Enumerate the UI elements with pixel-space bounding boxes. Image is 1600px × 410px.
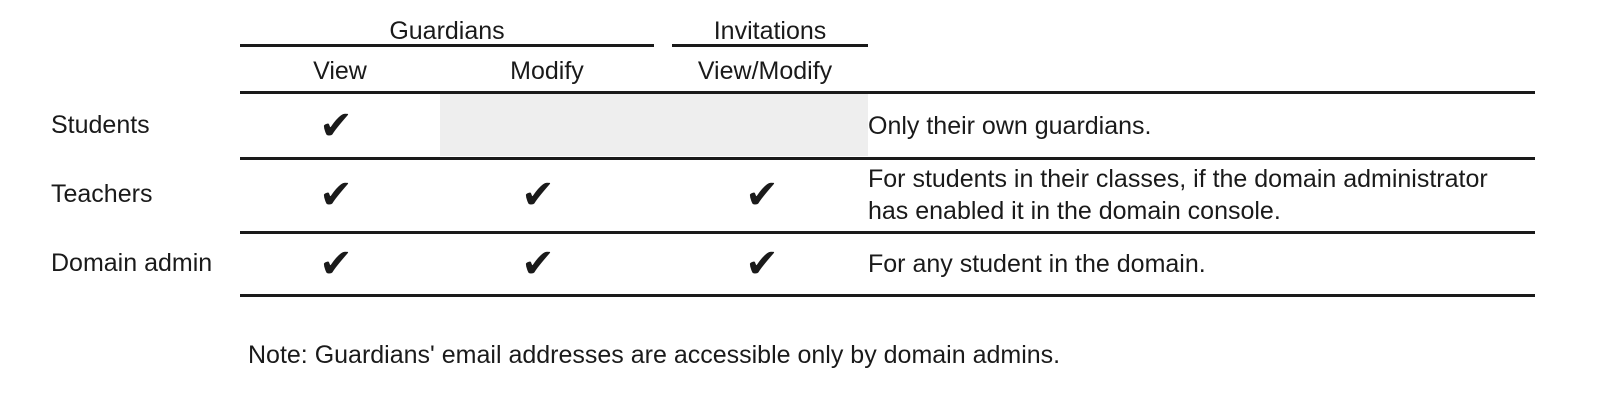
- note-domain-admin: For any student in the domain.: [868, 250, 1206, 278]
- column-header-invitations-view-modify: View/Modify: [697, 57, 833, 85]
- spanner-rule-guardians: [240, 44, 654, 47]
- header-bottom-rule: [240, 91, 1535, 94]
- note-teachers: For students in their classes, if the do…: [868, 165, 1488, 225]
- check-domain-admin-guardians-view: ✔: [319, 241, 353, 287]
- check-teachers-invitations-view-modify: ✔: [745, 172, 779, 218]
- footnote-note: Note: Guardians' email addresses are acc…: [248, 341, 1061, 369]
- row-label-domain-admin: Domain admin: [51, 249, 213, 277]
- check-teachers-guardians-view: ✔: [319, 172, 353, 218]
- check-domain-admin-guardians-modify: ✔: [521, 241, 555, 287]
- column-header-guardians-modify: Modify: [510, 57, 584, 85]
- table-bottom-rule: [240, 294, 1535, 297]
- shaded-cell-students-modify-invitations: [440, 94, 868, 156]
- check-students-guardians-view: ✔: [319, 103, 353, 149]
- check-teachers-guardians-modify: ✔: [521, 172, 555, 218]
- column-group-invitations: Invitations: [713, 17, 827, 45]
- column-group-guardians: Guardians: [389, 17, 505, 45]
- column-header-guardians-view: View: [313, 57, 367, 85]
- row-rule-after-students: [240, 157, 1535, 160]
- note-students: Only their own guardians.: [868, 112, 1152, 140]
- row-rule-after-teachers: [240, 231, 1535, 234]
- row-label-students: Students: [51, 111, 150, 139]
- row-label-teachers: Teachers: [51, 180, 153, 208]
- check-domain-admin-invitations-view-modify: ✔: [745, 241, 779, 287]
- spanner-rule-invitations: [672, 44, 868, 47]
